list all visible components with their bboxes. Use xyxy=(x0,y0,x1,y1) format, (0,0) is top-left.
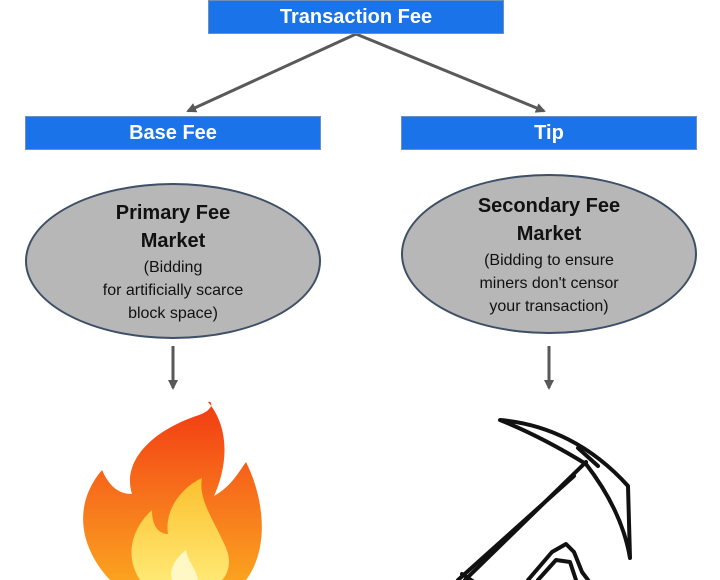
primary-fee-market-desc-line3: block space) xyxy=(128,304,218,322)
secondary-fee-market-desc-line2: miners don't censor xyxy=(479,274,619,292)
secondary-fee-market-desc-line1: (Bidding to ensure xyxy=(484,251,614,269)
secondary-fee-market-ellipse: Secondary Fee Market (Bidding to ensure … xyxy=(401,174,697,334)
primary-fee-market-desc-line1: (Bidding xyxy=(143,258,203,276)
secondary-fee-market-title-line2: Market xyxy=(516,222,582,245)
primary-fee-market-desc-line2: for artificially scarce xyxy=(102,281,244,299)
base-fee-label: Base Fee xyxy=(129,121,217,144)
primary-fee-market-ellipse: Primary Fee Market (Bidding for artifici… xyxy=(25,183,321,339)
base-fee-box: Base Fee xyxy=(25,116,321,150)
tip-label: Tip xyxy=(534,121,564,144)
arrow-top-to-base-fee xyxy=(186,32,357,113)
secondary-fee-market-title-line1: Secondary Fee xyxy=(477,194,621,217)
secondary-fee-market-desc-line3: your transaction) xyxy=(489,297,609,315)
transaction-fee-box: Transaction Fee xyxy=(208,0,504,34)
primary-fee-market-title-line1: Primary Fee xyxy=(115,201,231,224)
primary-fee-market-title-line2: Market xyxy=(140,229,206,252)
tip-box: Tip xyxy=(401,116,697,150)
arrow-top-to-tip xyxy=(355,32,546,113)
transaction-fee-label: Transaction Fee xyxy=(279,5,433,28)
